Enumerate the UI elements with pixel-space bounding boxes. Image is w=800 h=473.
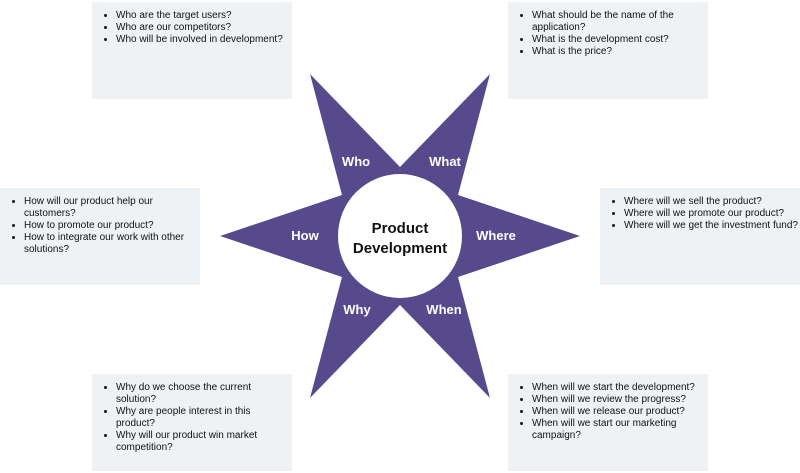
what-question: What should be the name of the applicati… [532,10,700,34]
what-questions-box: What should be the name of the applicati… [508,2,708,99]
what-question: What is the price? [532,46,700,58]
where-question: Where will we promote our product? [624,208,798,220]
label-why: Why [343,302,371,317]
what-question: What is the development cost? [532,34,700,46]
why-question: Why will our product win market competit… [116,430,262,454]
how-question: How to promote our product? [24,220,192,232]
when-question: When will we start our marketing campaig… [532,418,700,442]
why-question: Why do we choose the current solution? [116,382,262,406]
why-questions-box: Why do we choose the current solution? W… [92,374,292,471]
what-questions-list: What should be the name of the applicati… [516,10,700,58]
when-question: When will we release our product? [532,406,700,418]
where-questions-box: Where will we sell the product? Where wi… [600,188,800,285]
when-question: When will we review the progress? [532,394,700,406]
when-question: When will we start the development? [532,382,700,394]
who-questions-box: Who are the target users? Who are our co… [92,2,292,99]
label-where: Where [476,228,516,243]
label-what: What [429,154,461,169]
how-question: How to integrate our work with other sol… [24,232,192,256]
label-how: How [291,228,319,243]
how-questions-box: How will our product help our customers?… [0,188,200,285]
center-title-line1: Product [372,220,429,237]
where-question: Where will we sell the product? [624,196,798,208]
label-who: Who [342,154,370,169]
when-questions-list: When will we start the development? When… [516,382,700,442]
who-question: Who are our competitors? [116,22,284,34]
where-question: Where will we get the investment fund? [624,220,798,232]
when-questions-box: When will we start the development? When… [508,374,708,471]
center-circle [338,174,462,298]
who-question: Who are the target users? [116,10,284,22]
why-question: Why are people interest in this product? [116,406,262,430]
how-question: How will our product help our customers? [24,196,192,220]
why-questions-list: Why do we choose the current solution? W… [100,382,262,454]
how-questions-list: How will our product help our customers?… [8,196,192,256]
label-when: When [426,302,461,317]
who-questions-list: Who are the target users? Who are our co… [100,10,284,46]
where-questions-list: Where will we sell the product? Where wi… [608,196,798,232]
center-title-line2: Development [353,240,447,257]
who-question: Who will be involved in development? [116,34,284,46]
